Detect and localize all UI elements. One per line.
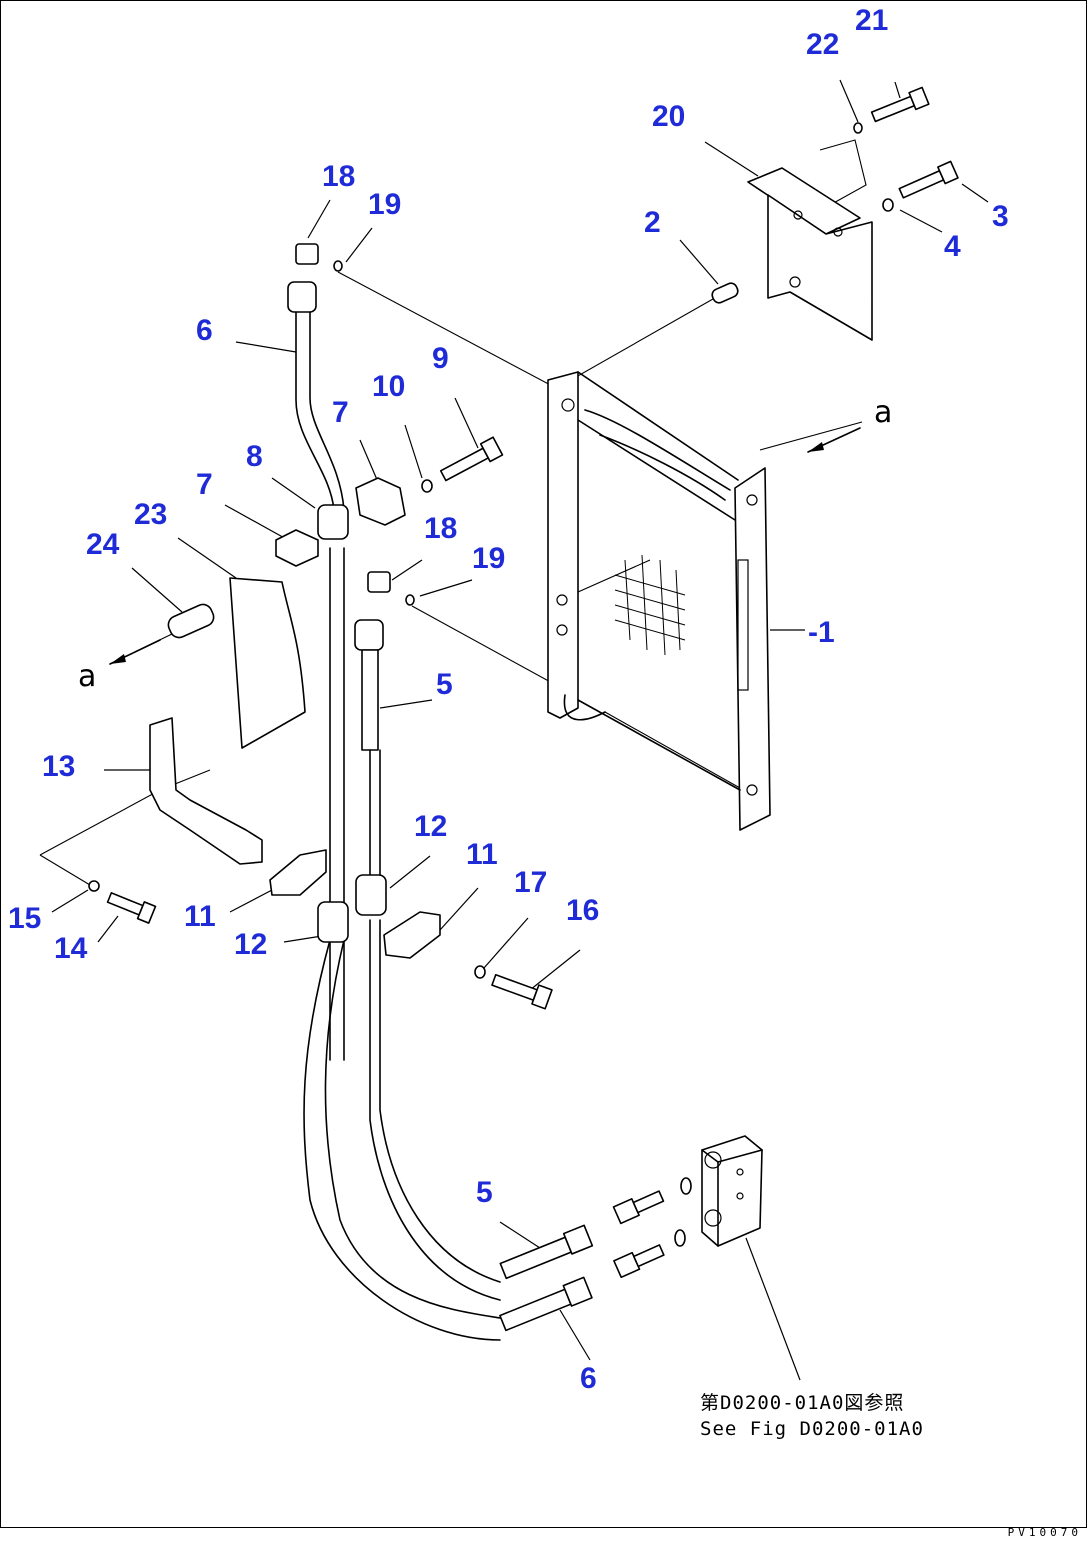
callout-7-left: 7 — [196, 468, 213, 501]
callout-3: 3 — [992, 200, 1009, 233]
reference-note-jp: 第D0200-01A0図参照 — [700, 1392, 905, 1414]
callout-1: -1 — [808, 616, 835, 649]
callout-21: 21 — [855, 4, 889, 37]
fittings-18-19 — [295, 243, 415, 606]
part-13-bracket — [88, 717, 263, 924]
clamps — [269, 477, 441, 959]
callout-4: 4 — [944, 230, 961, 263]
reference-note-en: See Fig D0200-01A0 — [700, 1418, 924, 1440]
leader-lines — [51, 79, 989, 1381]
valve-block — [701, 1135, 763, 1247]
alignment-lines — [39, 139, 867, 886]
callout-16: 16 — [566, 894, 600, 927]
part-6-hose — [287, 281, 501, 1341]
view-arrows — [109, 427, 861, 665]
callout-18-upper: 18 — [322, 160, 356, 193]
callout-20: 20 — [652, 100, 686, 133]
callout-15: 15 — [8, 902, 42, 935]
callout-17: 17 — [514, 866, 548, 899]
callout-19-lower: 19 — [472, 542, 506, 575]
part-23-cover — [167, 577, 306, 749]
lower-fittings — [499, 1177, 692, 1332]
part-1-cooler-frame — [547, 371, 771, 831]
part-20-bracket — [747, 167, 873, 341]
callout-11-right: 11 — [466, 838, 498, 871]
callout-18-lower: 18 — [424, 512, 458, 545]
callout-24: 24 — [86, 528, 120, 561]
small-fasteners-upper — [711, 86, 959, 304]
callout-6-upper: 6 — [196, 314, 213, 347]
bolts-9-16 — [421, 436, 553, 1010]
callout-14: 14 — [54, 932, 88, 965]
callout-11-left: 11 — [184, 900, 216, 933]
view-mark-a-lower: a — [78, 659, 97, 694]
callout-6-lower: 6 — [580, 1362, 597, 1395]
callout-12-right: 12 — [414, 810, 448, 843]
callout-12-left: 12 — [234, 928, 268, 961]
callout-8: 8 — [246, 440, 263, 473]
callout-2: 2 — [644, 206, 661, 239]
callout-19-upper: 19 — [368, 188, 402, 221]
drawing-number: PV10070 — [1007, 1526, 1082, 1539]
callout-1-number: 1 — [818, 616, 835, 649]
callout-9: 9 — [432, 342, 449, 375]
callout-7-right: 7 — [332, 396, 349, 429]
callout-5-upper: 5 — [436, 668, 453, 701]
part-5-hose — [354, 619, 501, 1301]
callout-5-lower: 5 — [476, 1176, 493, 1209]
view-mark-a-upper: a — [874, 395, 893, 430]
callout-23: 23 — [134, 498, 168, 531]
callout-22: 22 — [806, 28, 840, 61]
callout-10: 10 — [372, 370, 406, 403]
callout-13: 13 — [42, 750, 76, 783]
